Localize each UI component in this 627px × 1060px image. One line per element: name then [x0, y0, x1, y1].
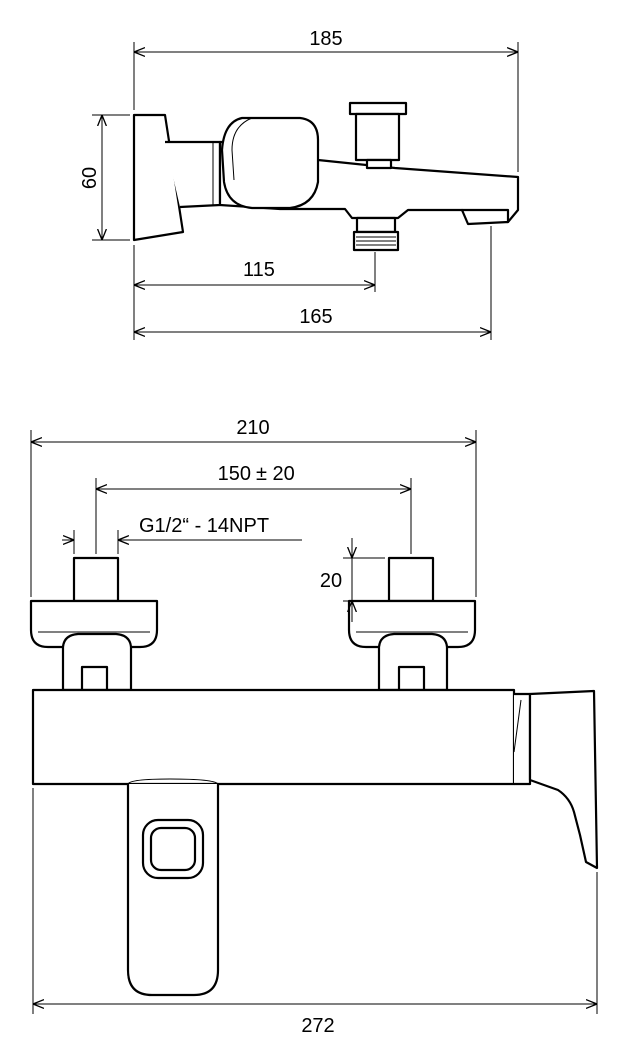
right-eccentric	[347, 556, 477, 692]
dim-front-centers: 150	[218, 463, 251, 485]
dim-side-outlet: 115	[243, 259, 275, 281]
spout-tip	[460, 208, 510, 226]
outlet-thread	[352, 216, 400, 252]
wall-flange	[132, 113, 185, 242]
dim-eccentric-height: 20	[320, 570, 342, 592]
dim-side-spout: 165	[299, 306, 332, 328]
front-mixer-body	[31, 688, 516, 786]
front-lever	[126, 784, 220, 997]
diverter-handle	[528, 689, 599, 870]
side-dimensions: 185 60 115 165	[79, 28, 519, 340]
lever-cap-inner	[149, 826, 197, 872]
dim-front-tolerance: ± 20	[256, 463, 295, 485]
dim-side-height: 60	[79, 167, 101, 189]
dim-thread: G1/2“ - 14NPT	[139, 515, 269, 537]
dim-front-width: 272	[301, 1015, 334, 1037]
front-view: 210 150 ± 20 G1/2“ - 14NPT 20 272	[29, 417, 599, 1037]
side-handle	[220, 116, 320, 210]
front-dimensions: 210 150 ± 20 G1/2“ - 14NPT 20 272	[30, 417, 598, 1037]
dim-side-width: 185	[309, 28, 342, 50]
dim-front-total: 210	[236, 417, 269, 439]
left-eccentric	[29, 556, 159, 692]
diverter-knob	[348, 101, 408, 170]
side-view: 185 60 115 165	[79, 28, 520, 340]
front-spout	[514, 692, 532, 786]
